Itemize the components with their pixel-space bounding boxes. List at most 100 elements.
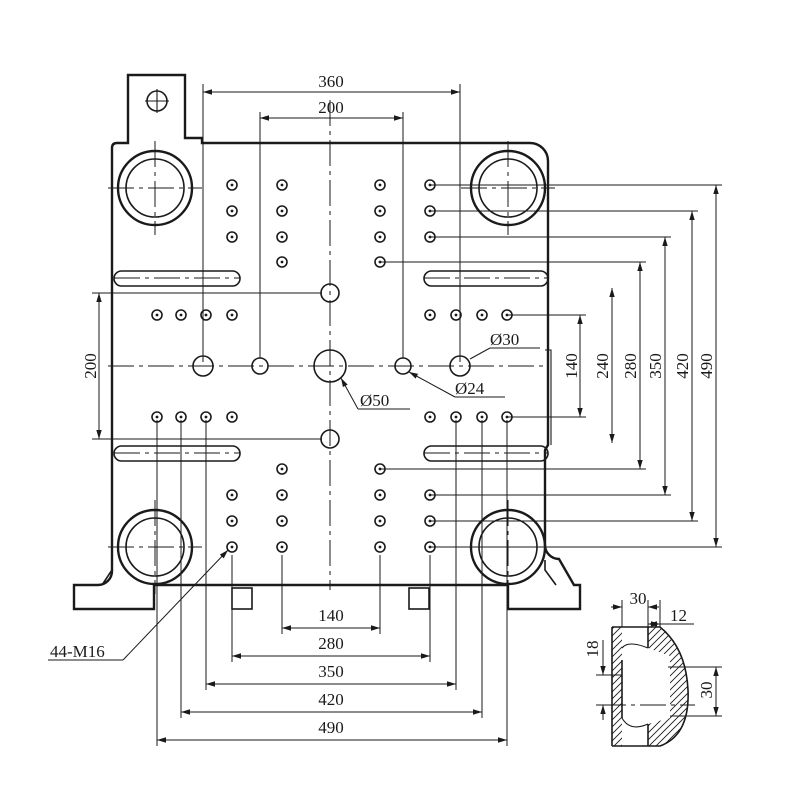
dim-right-280: 280 xyxy=(621,353,640,379)
m16-hole-center xyxy=(454,415,458,419)
section-hatch xyxy=(627,627,689,746)
m16-hole-center xyxy=(179,415,183,419)
m16-hole-center xyxy=(480,313,484,317)
m16-hole-center xyxy=(428,415,432,419)
m16-hole-center xyxy=(280,519,284,523)
section-hatch xyxy=(726,620,800,760)
m16-hole-center xyxy=(204,313,208,317)
section-hatch xyxy=(612,627,643,746)
dim-right-140: 140 xyxy=(562,353,581,379)
m16-hole-center xyxy=(230,545,234,549)
dim-top-200: 200 xyxy=(318,98,344,117)
section-hatch xyxy=(733,620,800,760)
tie-bar-hole-top-left xyxy=(108,141,202,235)
right-dimensions: 140 240 280 350 420 490 xyxy=(380,184,722,548)
m16-hole xyxy=(276,179,288,191)
m16-hole xyxy=(424,411,436,423)
label-44-m16: 44-M16 xyxy=(50,642,105,661)
m16-hole xyxy=(226,411,238,423)
section-hatch xyxy=(612,627,685,746)
tie-bar-holes xyxy=(108,141,555,594)
m16-hole xyxy=(424,309,436,321)
dim-right-240: 240 xyxy=(593,353,612,379)
dim-bottom-140: 140 xyxy=(318,606,344,625)
m16-hole-center xyxy=(480,415,484,419)
m16-hole-center xyxy=(230,235,234,239)
bottom-dimensions: 140 280 350 420 490 xyxy=(156,420,508,746)
m16-hole-center xyxy=(155,415,159,419)
m16-hole xyxy=(226,541,238,553)
label-d24: Ø24 xyxy=(455,379,485,398)
m16-hole xyxy=(276,256,288,268)
m16-hole xyxy=(374,205,386,217)
m16-hole-center xyxy=(230,415,234,419)
section-hatch xyxy=(705,620,800,760)
m16-hole-center xyxy=(428,313,432,317)
top-dimensions: 360 200 xyxy=(202,72,461,362)
section-hatch xyxy=(612,627,678,746)
thread-callout: 44-M16 xyxy=(48,549,229,661)
section-hatch xyxy=(719,620,800,760)
section-hatch xyxy=(712,620,800,760)
m16-hole xyxy=(226,205,238,217)
m16-hole-center xyxy=(378,493,382,497)
dim-right-490: 490 xyxy=(697,353,716,379)
m16-hole-center xyxy=(280,235,284,239)
center-lines xyxy=(108,100,548,590)
dim-bottom-350: 350 xyxy=(318,662,344,681)
m16-hole xyxy=(450,309,462,321)
label-d50: Ø50 xyxy=(360,391,389,410)
m16-hole xyxy=(226,179,238,191)
m16-hole xyxy=(374,489,386,501)
section-hatch xyxy=(676,627,689,746)
m16-hole-center xyxy=(155,313,159,317)
m16-hole xyxy=(374,541,386,553)
m16-hole-center xyxy=(378,183,382,187)
section-hatch xyxy=(460,620,600,760)
left-dimensions: 200 xyxy=(81,292,322,440)
m16-hole-center xyxy=(378,235,382,239)
m16-hole xyxy=(151,309,163,321)
m16-hole xyxy=(276,205,288,217)
m16-hole xyxy=(476,309,488,321)
detail-dim-30-height: 30 xyxy=(697,682,716,699)
m16-hole xyxy=(226,489,238,501)
m16-hole-center xyxy=(280,209,284,213)
m16-hole-center xyxy=(179,313,183,317)
section-hatch xyxy=(641,627,689,746)
m16-hole xyxy=(374,179,386,191)
detail-dim-30-top: 30 xyxy=(630,589,647,608)
m16-hole-center xyxy=(230,493,234,497)
m16-hole xyxy=(226,309,238,321)
m16-hole xyxy=(226,515,238,527)
m16-hole-center xyxy=(280,493,284,497)
diameter-callouts: Ø30 Ø24 Ø50 xyxy=(340,330,540,410)
section-hatch xyxy=(612,627,629,746)
m16-hole-center xyxy=(280,545,284,549)
t-slot-detail: 30 12 18 30 xyxy=(460,589,800,760)
m16-hole-center xyxy=(230,183,234,187)
detail-dim-12: 12 xyxy=(670,606,687,625)
m16-hole xyxy=(226,231,238,243)
dim-bottom-280: 280 xyxy=(318,634,344,653)
section-hatch xyxy=(648,627,689,746)
dim-bottom-490: 490 xyxy=(318,718,344,737)
section-hatch xyxy=(612,627,689,746)
m16-hole-center xyxy=(378,545,382,549)
m16-hole-center xyxy=(230,313,234,317)
m16-hole-pattern xyxy=(151,179,513,553)
m16-hole-center xyxy=(378,209,382,213)
m16-hole xyxy=(276,515,288,527)
detail-dim-18: 18 xyxy=(583,641,602,658)
platen-outline xyxy=(72,73,582,611)
m16-hole xyxy=(374,515,386,527)
m16-hole xyxy=(175,309,187,321)
m16-hole xyxy=(276,231,288,243)
m16-hole xyxy=(276,489,288,501)
tie-bar-hole-bottom-left xyxy=(108,500,202,594)
label-d30: Ø30 xyxy=(490,330,519,349)
m16-hole xyxy=(276,463,288,475)
m16-hole xyxy=(276,541,288,553)
m16-hole xyxy=(200,309,212,321)
